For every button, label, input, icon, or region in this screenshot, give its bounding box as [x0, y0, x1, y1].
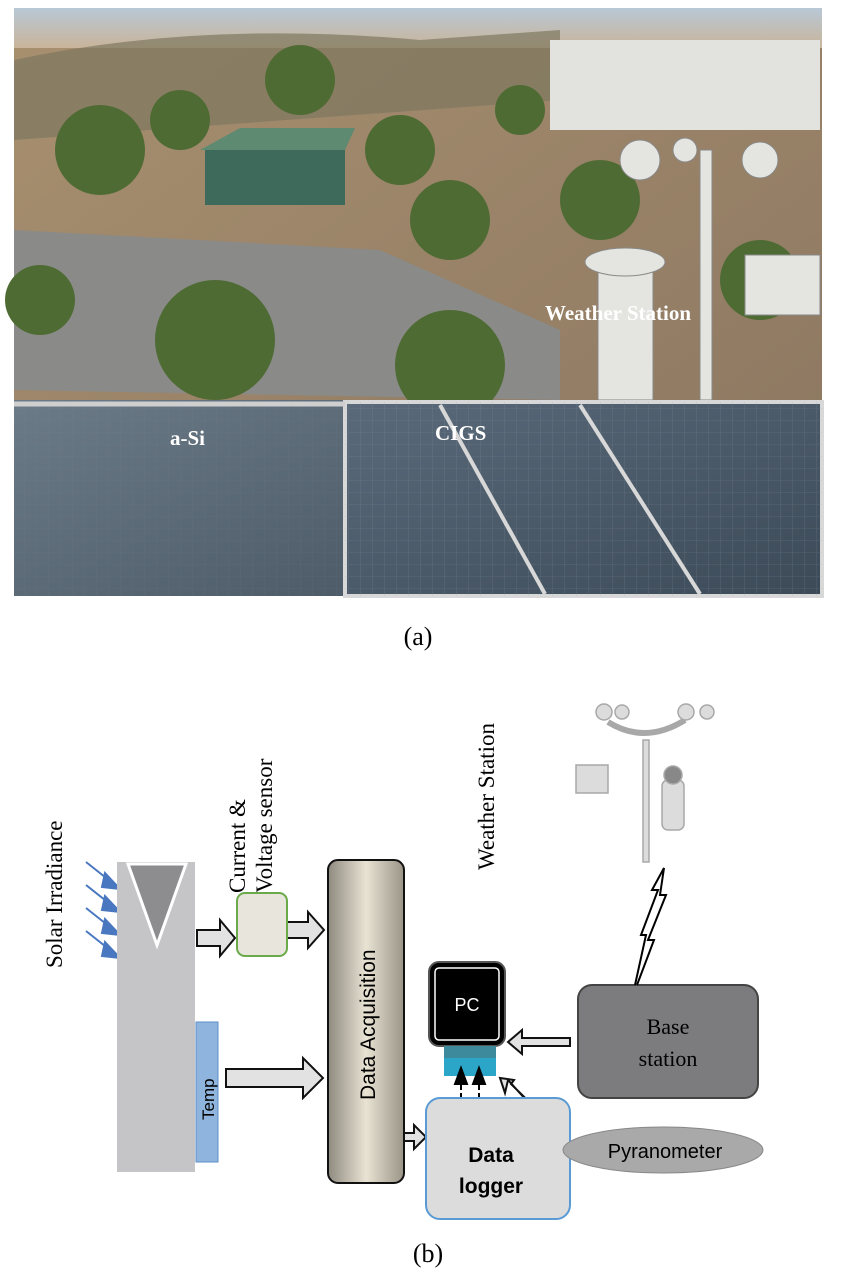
label-weather-station-b: Weather Station: [474, 723, 499, 870]
dashed-arrows: [453, 1065, 487, 1098]
buildings: [550, 40, 820, 130]
label-pc: PC: [454, 995, 479, 1015]
label-base-2: station: [639, 1046, 698, 1071]
label-logger-2: logger: [459, 1175, 523, 1198]
label-solar-irradiance: Solar Irradiance: [42, 820, 67, 968]
base-station-box: [577, 984, 759, 1099]
weather-station-mast: [584, 137, 821, 401]
weather-station-icon: [575, 703, 715, 863]
pyranometer: [562, 1126, 764, 1174]
site-photo: a-Si CIGS Weather Station: [5, 8, 824, 598]
label-cigs: CIGS: [435, 421, 486, 445]
wireless-link-icon: [634, 867, 668, 986]
label-logger-1: Data: [468, 1144, 514, 1167]
data-acquisition-box: [327, 859, 405, 1184]
current-voltage-sensor: [236, 892, 288, 957]
label-temp: Temp: [199, 1078, 218, 1120]
hut: [205, 150, 345, 205]
label-pyranometer: Pyranometer: [608, 1141, 723, 1163]
label-asi: a-Si: [170, 426, 205, 450]
label-current-2: Voltage sensor: [252, 758, 277, 893]
label-weather-station: Weather Station: [545, 301, 691, 325]
label-data-acquisition: Data Acquisition: [357, 949, 380, 1100]
caption-a: (a): [404, 622, 433, 651]
irradiance-arrows: [85, 861, 123, 960]
label-current-1: Current &: [225, 799, 250, 893]
temp-sensor: [195, 1021, 219, 1163]
system-diagram: Solar Irradiance Current & Voltage senso…: [42, 703, 764, 1220]
caption-b: (b): [413, 1239, 443, 1268]
pc-port: [444, 1058, 496, 1076]
label-base-1: Base: [647, 1014, 690, 1039]
module-triangle: [125, 862, 189, 950]
